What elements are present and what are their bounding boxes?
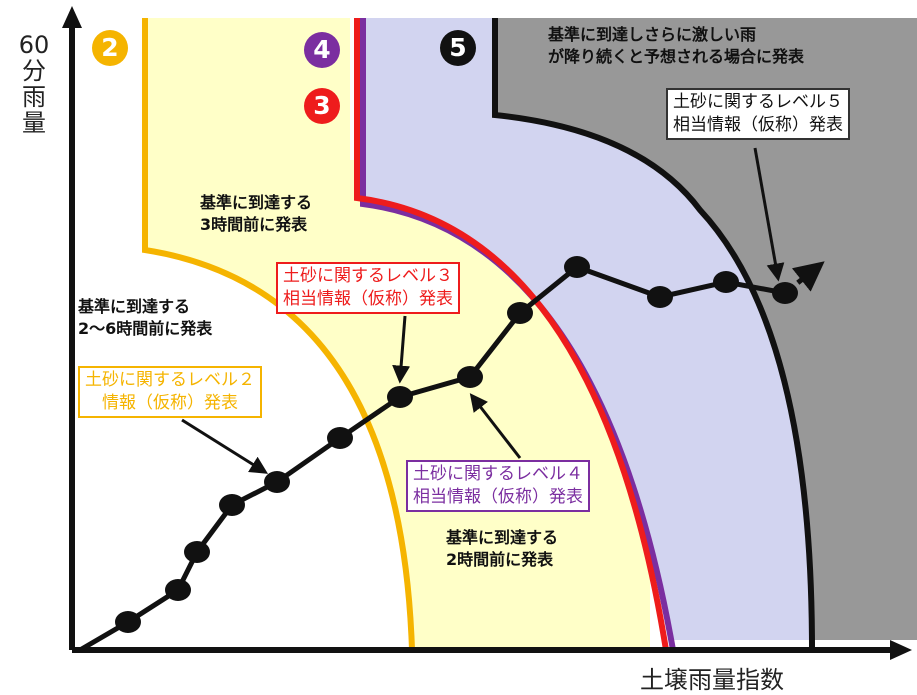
level5-condition-text: 基準に到達しさらに激しい雨 が降り続くと予想される場合に発表: [548, 24, 804, 68]
level3-boundary: [354, 18, 669, 651]
trajectory-point: [219, 494, 245, 516]
level3-callout-arrow: [392, 315, 411, 384]
text-line: 2～6時間前に発表: [78, 319, 213, 338]
level3-info-box: 土砂に関するレベル３ 相当情報（仮称）発表: [276, 262, 460, 314]
trajectory-point: [165, 579, 191, 601]
trajectory-point: [264, 471, 290, 493]
trajectory-point: [327, 427, 353, 449]
level4-callout-arrow: [469, 393, 522, 459]
level2-boundary: [142, 18, 415, 651]
y-axis-label-char: 量: [22, 109, 46, 137]
trajectory-point: [115, 611, 141, 633]
y-axis-label: 60 分 雨 量: [14, 32, 54, 136]
level5-boundary: [492, 18, 815, 651]
box-line: 土砂に関するレベル４: [413, 464, 583, 484]
y-axis-label-60: 60: [18, 31, 50, 59]
text-line: が降り続くと予想される場合に発表: [548, 47, 805, 66]
x-axis-arrowhead: [890, 640, 912, 660]
level2-timing-text: 基準に到達する 2～6時間前に発表: [78, 296, 212, 340]
trajectory-point: [507, 302, 533, 324]
y-axis-label-char: 分: [22, 57, 46, 85]
x-axis-label: 土壌雨量指数: [640, 666, 784, 694]
level2-info-box: 土砂に関するレベル２ 情報（仮称）発表: [78, 366, 262, 418]
box-line: 相当情報（仮称）発表: [413, 487, 583, 507]
y-axis-label-char: 雨: [22, 83, 46, 111]
box-line: 相当情報（仮称）発表: [673, 115, 843, 135]
text-line: 基準に到達しさらに激しい雨: [548, 25, 757, 44]
box-line: 土砂に関するレベル５: [673, 92, 843, 112]
forecast-arrow: [788, 261, 825, 292]
trajectory-point: [772, 282, 798, 304]
box-line: 土砂に関するレベル２: [85, 370, 255, 390]
trajectory-point: [564, 256, 590, 278]
box-line: 土砂に関するレベル３: [283, 266, 453, 286]
level4-timing-text: 基準に到達する 2時間前に発表: [446, 527, 558, 571]
trajectory-point: [184, 541, 210, 563]
text-line: 基準に到達する: [200, 193, 313, 212]
level3-badge: 3: [304, 88, 340, 124]
level2-callout-arrow: [181, 418, 269, 474]
text-line: 2時間前に発表: [446, 550, 554, 569]
level5-callout-arrow: [753, 147, 785, 282]
level4-badge: 4: [304, 32, 340, 68]
text-line: 基準に到達する: [446, 528, 559, 547]
trajectory-point: [647, 286, 673, 308]
box-line: 相当情報（仮称）発表: [283, 289, 453, 309]
level5-info-box: 土砂に関するレベル５ 相当情報（仮称）発表: [666, 88, 850, 140]
trajectory-point: [387, 386, 413, 408]
y-axis-arrowhead: [62, 6, 82, 28]
level3-timing-text: 基準に到達する 3時間前に発表: [200, 192, 312, 236]
text-line: 基準に到達する: [78, 297, 191, 316]
text-line: 3時間前に発表: [200, 215, 308, 234]
trajectory-point: [713, 271, 739, 293]
box-line: 情報（仮称）発表: [102, 393, 238, 413]
trajectory-point: [457, 366, 483, 388]
level4-zone: [358, 18, 812, 640]
level5-zone: [495, 18, 917, 640]
level4-info-box: 土砂に関するレベル４ 相当情報（仮称）発表: [406, 460, 590, 512]
trajectory-points: [115, 256, 798, 633]
level5-badge: 5: [440, 30, 476, 66]
level2-badge: 2: [92, 30, 128, 66]
